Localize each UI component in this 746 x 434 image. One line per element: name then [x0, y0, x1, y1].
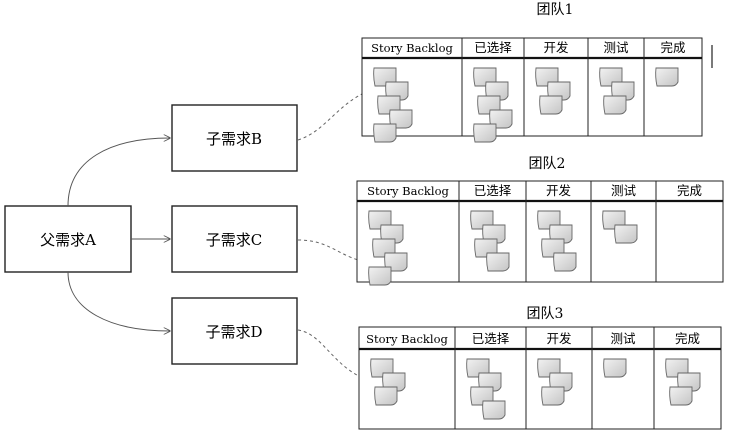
sticky-note-card: [385, 81, 409, 101]
column-header: Story Backlog: [371, 41, 453, 55]
sticky-note-card: [669, 386, 693, 406]
child-requirement-node-d: 子需求D: [171, 297, 298, 365]
board-frame: [361, 37, 703, 137]
board-frame: [358, 326, 722, 430]
team-title: 团队3: [527, 306, 564, 322]
sticky-note-card: [373, 123, 397, 143]
sticky-note-card: [549, 372, 573, 392]
sticky-note-card: [489, 109, 513, 129]
sticky-note-card: [539, 95, 563, 115]
sticky-note-card: [603, 95, 627, 115]
parent-requirement-node: 父需求A: [4, 205, 132, 273]
sticky-note-card: [368, 266, 392, 286]
column-header: Story Backlog: [367, 184, 449, 198]
column-header: 完成: [660, 40, 685, 55]
team-title: 团队2: [529, 156, 566, 172]
child-requirement-node-c: 子需求C: [171, 205, 298, 273]
column-header: Story Backlog: [366, 332, 448, 346]
column-header: 开发: [543, 40, 569, 55]
child-requirement-label-c: 子需求C: [206, 231, 262, 249]
dashed-connector-c-to-team2: [297, 239, 382, 264]
parent-requirement-label: 父需求A: [40, 231, 96, 249]
column-header: 测试: [610, 331, 636, 346]
sticky-note-card: [482, 224, 506, 244]
sticky-note-card: [380, 224, 404, 244]
column-header: 完成: [675, 331, 700, 346]
sticky-note-card: [485, 81, 509, 101]
sticky-note-card: [473, 123, 497, 143]
sticky-note-card: [611, 81, 635, 101]
sticky-note-card: [603, 358, 627, 378]
column-header: 测试: [611, 183, 637, 198]
column-header: 完成: [677, 183, 702, 198]
sticky-note-card: [482, 400, 506, 420]
column-header: 已选择: [474, 40, 512, 55]
sticky-note-card: [614, 224, 638, 244]
board-frame: [356, 180, 724, 283]
sticky-note-card: [553, 252, 577, 272]
sticky-note-card: [384, 252, 408, 272]
sticky-note-card: [541, 386, 565, 406]
child-requirement-label-d: 子需求D: [205, 323, 262, 341]
column-header: 开发: [546, 331, 572, 346]
team-title: 团队1: [537, 2, 574, 18]
sticky-note-card: [486, 252, 510, 272]
column-header: 已选择: [474, 183, 512, 198]
child-requirement-label-b: 子需求B: [206, 130, 262, 148]
sticky-note-card: [549, 224, 573, 244]
sticky-note-card: [382, 372, 406, 392]
sticky-note-card: [389, 109, 413, 129]
column-header: 开发: [546, 183, 572, 198]
sticky-note-card: [655, 67, 679, 87]
sticky-note-card: [478, 372, 502, 392]
column-header: 测试: [603, 40, 629, 55]
connector-parent-to-b: [67, 138, 170, 207]
sticky-note-card: [677, 372, 701, 392]
child-requirement-node-b: 子需求B: [171, 104, 298, 172]
connector-parent-to-d: [67, 271, 170, 331]
column-header: 已选择: [472, 331, 510, 346]
sticky-note-card: [374, 386, 398, 406]
sticky-note-card: [547, 81, 571, 101]
